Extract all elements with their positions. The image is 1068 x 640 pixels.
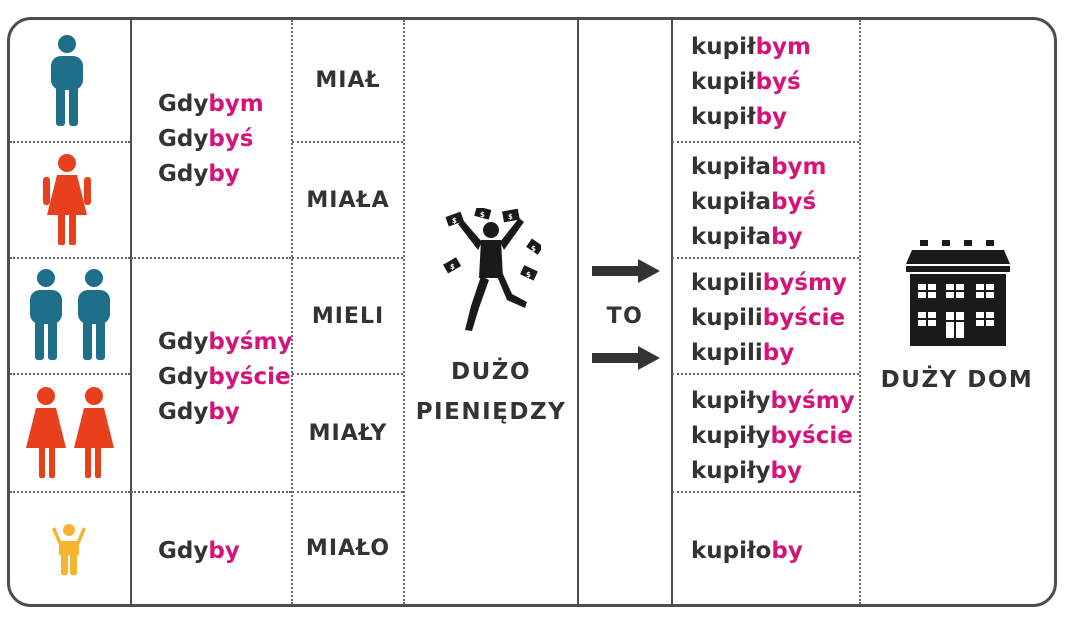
result-group: kupiłybyśmy kupiłybyście kupiłyby bbox=[691, 384, 855, 489]
verb-cell: MIAŁO bbox=[305, 536, 391, 561]
result-line: kupilibyśmy bbox=[691, 270, 847, 296]
row-divider bbox=[672, 141, 859, 143]
column-divider bbox=[403, 20, 405, 604]
conditional-group-neuter: Gdyby bbox=[158, 534, 240, 569]
svg-text:$: $ bbox=[480, 211, 485, 219]
column-divider bbox=[130, 20, 132, 604]
result-line: kupiłaby bbox=[691, 224, 803, 250]
result-line: kupiłybyśmy bbox=[691, 388, 855, 414]
result-line: kupiłabyś bbox=[691, 189, 817, 215]
result-line: kupiłoby bbox=[691, 538, 803, 564]
conditional-line: Gdyby bbox=[158, 399, 240, 425]
two-women-icon bbox=[26, 387, 114, 478]
result-group: kupiłoby bbox=[691, 534, 803, 569]
to-label: TO bbox=[606, 304, 644, 329]
verb-cell: MIAŁY bbox=[308, 420, 388, 446]
verb-cell: MIELI bbox=[311, 303, 385, 329]
conditional-line: Gdybyście bbox=[158, 364, 291, 390]
row-divider bbox=[131, 491, 291, 493]
result-line: kupiłabym bbox=[691, 154, 827, 180]
house-label: DUŻY DOM bbox=[880, 367, 1034, 393]
conditional-line: Gdyby bbox=[158, 161, 240, 187]
row-divider bbox=[672, 491, 859, 493]
result-group: kupiłbym kupiłbyś kupiłby bbox=[691, 30, 811, 135]
verb-cell: MIAŁA bbox=[306, 187, 390, 213]
conditional-line: Gdybyśmy bbox=[158, 329, 293, 355]
man-icon bbox=[51, 35, 83, 126]
row-divider bbox=[292, 373, 403, 375]
conditional-line: Gdybyś bbox=[158, 126, 254, 152]
result-line: kupiłybyście bbox=[691, 423, 853, 449]
woman-icon bbox=[43, 154, 91, 245]
conditional-line: Gdyby bbox=[158, 538, 240, 564]
result-line: kupiłyby bbox=[691, 458, 803, 484]
arrow-right-icon bbox=[592, 346, 660, 370]
row-divider bbox=[292, 257, 403, 259]
svg-text:$: $ bbox=[508, 213, 513, 221]
row-divider bbox=[672, 373, 859, 375]
money-label: DUŻO PIENIĘDZY bbox=[415, 359, 567, 425]
building-icon bbox=[906, 240, 1010, 346]
result-line: kupiłbyś bbox=[691, 69, 801, 95]
svg-text:$: $ bbox=[531, 245, 536, 253]
row-divider bbox=[10, 491, 130, 493]
result-group: kupiłabym kupiłabyś kupiłaby bbox=[691, 150, 827, 255]
person-throwing-money-icon: $ $ $ $ $ $ bbox=[443, 208, 541, 331]
row-divider bbox=[10, 373, 130, 375]
column-divider bbox=[291, 20, 293, 604]
result-line: kupiłbym bbox=[691, 34, 811, 60]
column-divider bbox=[859, 20, 861, 604]
result-line: kupilibyście bbox=[691, 305, 846, 331]
verb-cell: MIAŁ bbox=[315, 68, 381, 93]
svg-text:$: $ bbox=[450, 263, 455, 271]
column-divider bbox=[577, 20, 579, 604]
conditional-group-singular: Gdybym Gdybyś Gdyby bbox=[158, 87, 264, 192]
row-divider bbox=[292, 491, 403, 493]
row-divider bbox=[10, 257, 130, 259]
svg-text:$: $ bbox=[526, 271, 531, 279]
row-divider bbox=[292, 141, 403, 143]
result-group: kupilibyśmy kupilibyście kupiliby bbox=[691, 266, 847, 371]
two-men-icon bbox=[30, 269, 110, 360]
result-line: kupiłby bbox=[691, 104, 788, 130]
result-line: kupiliby bbox=[691, 340, 795, 366]
row-divider bbox=[131, 257, 291, 259]
svg-text:$: $ bbox=[452, 217, 457, 225]
column-divider bbox=[671, 20, 673, 604]
row-divider bbox=[10, 141, 130, 143]
conditional-line: Gdybym bbox=[158, 91, 264, 117]
arrow-right-icon bbox=[592, 259, 660, 283]
conditional-group-plural: Gdybyśmy Gdybyście Gdyby bbox=[158, 325, 292, 430]
child-icon bbox=[52, 524, 86, 575]
conditional-mood-table: Gdybym Gdybyś Gdyby Gdybyśmy Gdybyście G… bbox=[7, 17, 1057, 607]
row-divider bbox=[672, 257, 859, 259]
